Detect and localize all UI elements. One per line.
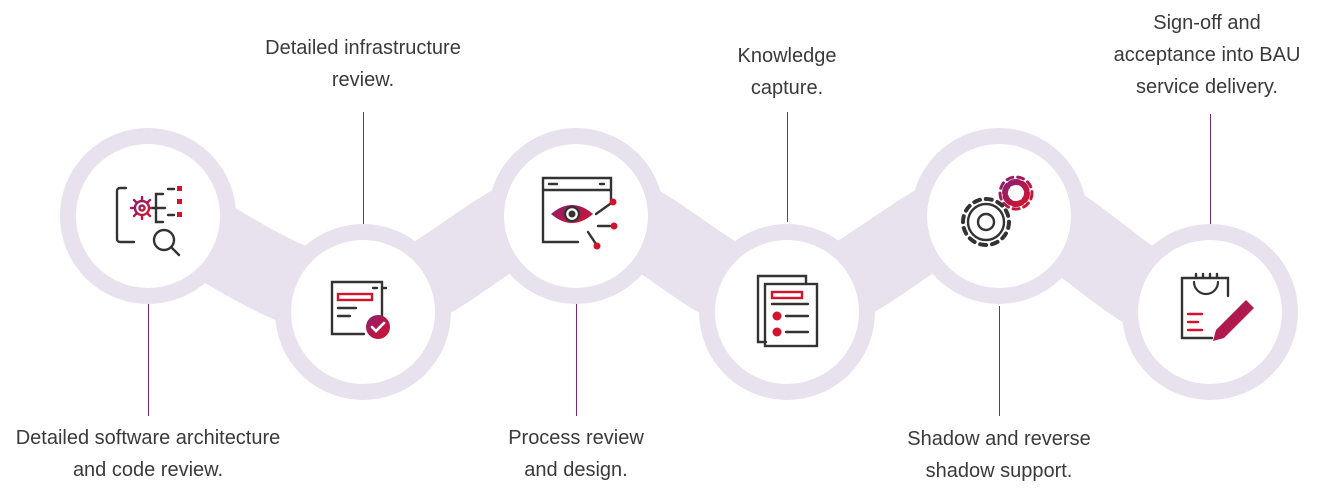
step-label-3: Process review and design.: [476, 422, 676, 486]
step-label-2: Detailed infrastructure review.: [243, 32, 483, 96]
step-label-5-line2: shadow support.: [925, 460, 1073, 482]
step-label-4-line2: capture.: [750, 77, 824, 99]
connector-line-4: [787, 112, 788, 222]
infrastructure-review-icon: [330, 280, 390, 339]
sign-off-icon: [1180, 272, 1254, 341]
step-label-3-line1: Process review: [508, 427, 644, 449]
step-label-6-line2: acceptance into BAU: [1113, 44, 1301, 66]
step-label-1-line2: and code review.: [72, 459, 224, 481]
connector-line-1: [148, 304, 149, 416]
step-label-1-line1: Detailed software architecture: [15, 427, 281, 449]
step-label-2-line1: Detailed infrastructure: [265, 37, 461, 59]
step-label-2-line2: review.: [331, 69, 395, 91]
step-label-6-line3: service delivery.: [1136, 76, 1278, 98]
connector-line-3: [576, 304, 577, 416]
shadow-support-icon: [961, 175, 1034, 247]
step-label-4: Knowledge capture.: [697, 40, 877, 104]
step-label-3-line2: and design.: [524, 459, 628, 481]
step-label-6-line1: Sign-off and: [1153, 12, 1261, 34]
process-review-icon: [541, 176, 618, 250]
step-label-6: Sign-off and acceptance into BAU service…: [1093, 7, 1321, 103]
knowledge-capture-icon: [756, 274, 819, 348]
step-label-5-line1: Shadow and reverse: [907, 428, 1091, 450]
connector-line-2: [363, 112, 364, 224]
code-review-icon: [115, 186, 182, 257]
connector-line-6: [1210, 114, 1211, 224]
step-label-5: Shadow and reverse shadow support.: [869, 423, 1129, 487]
step-label-1: Detailed software architecture and code …: [0, 422, 296, 486]
connector-line-5: [999, 306, 1000, 416]
step-label-4-line1: Knowledge: [737, 45, 837, 67]
